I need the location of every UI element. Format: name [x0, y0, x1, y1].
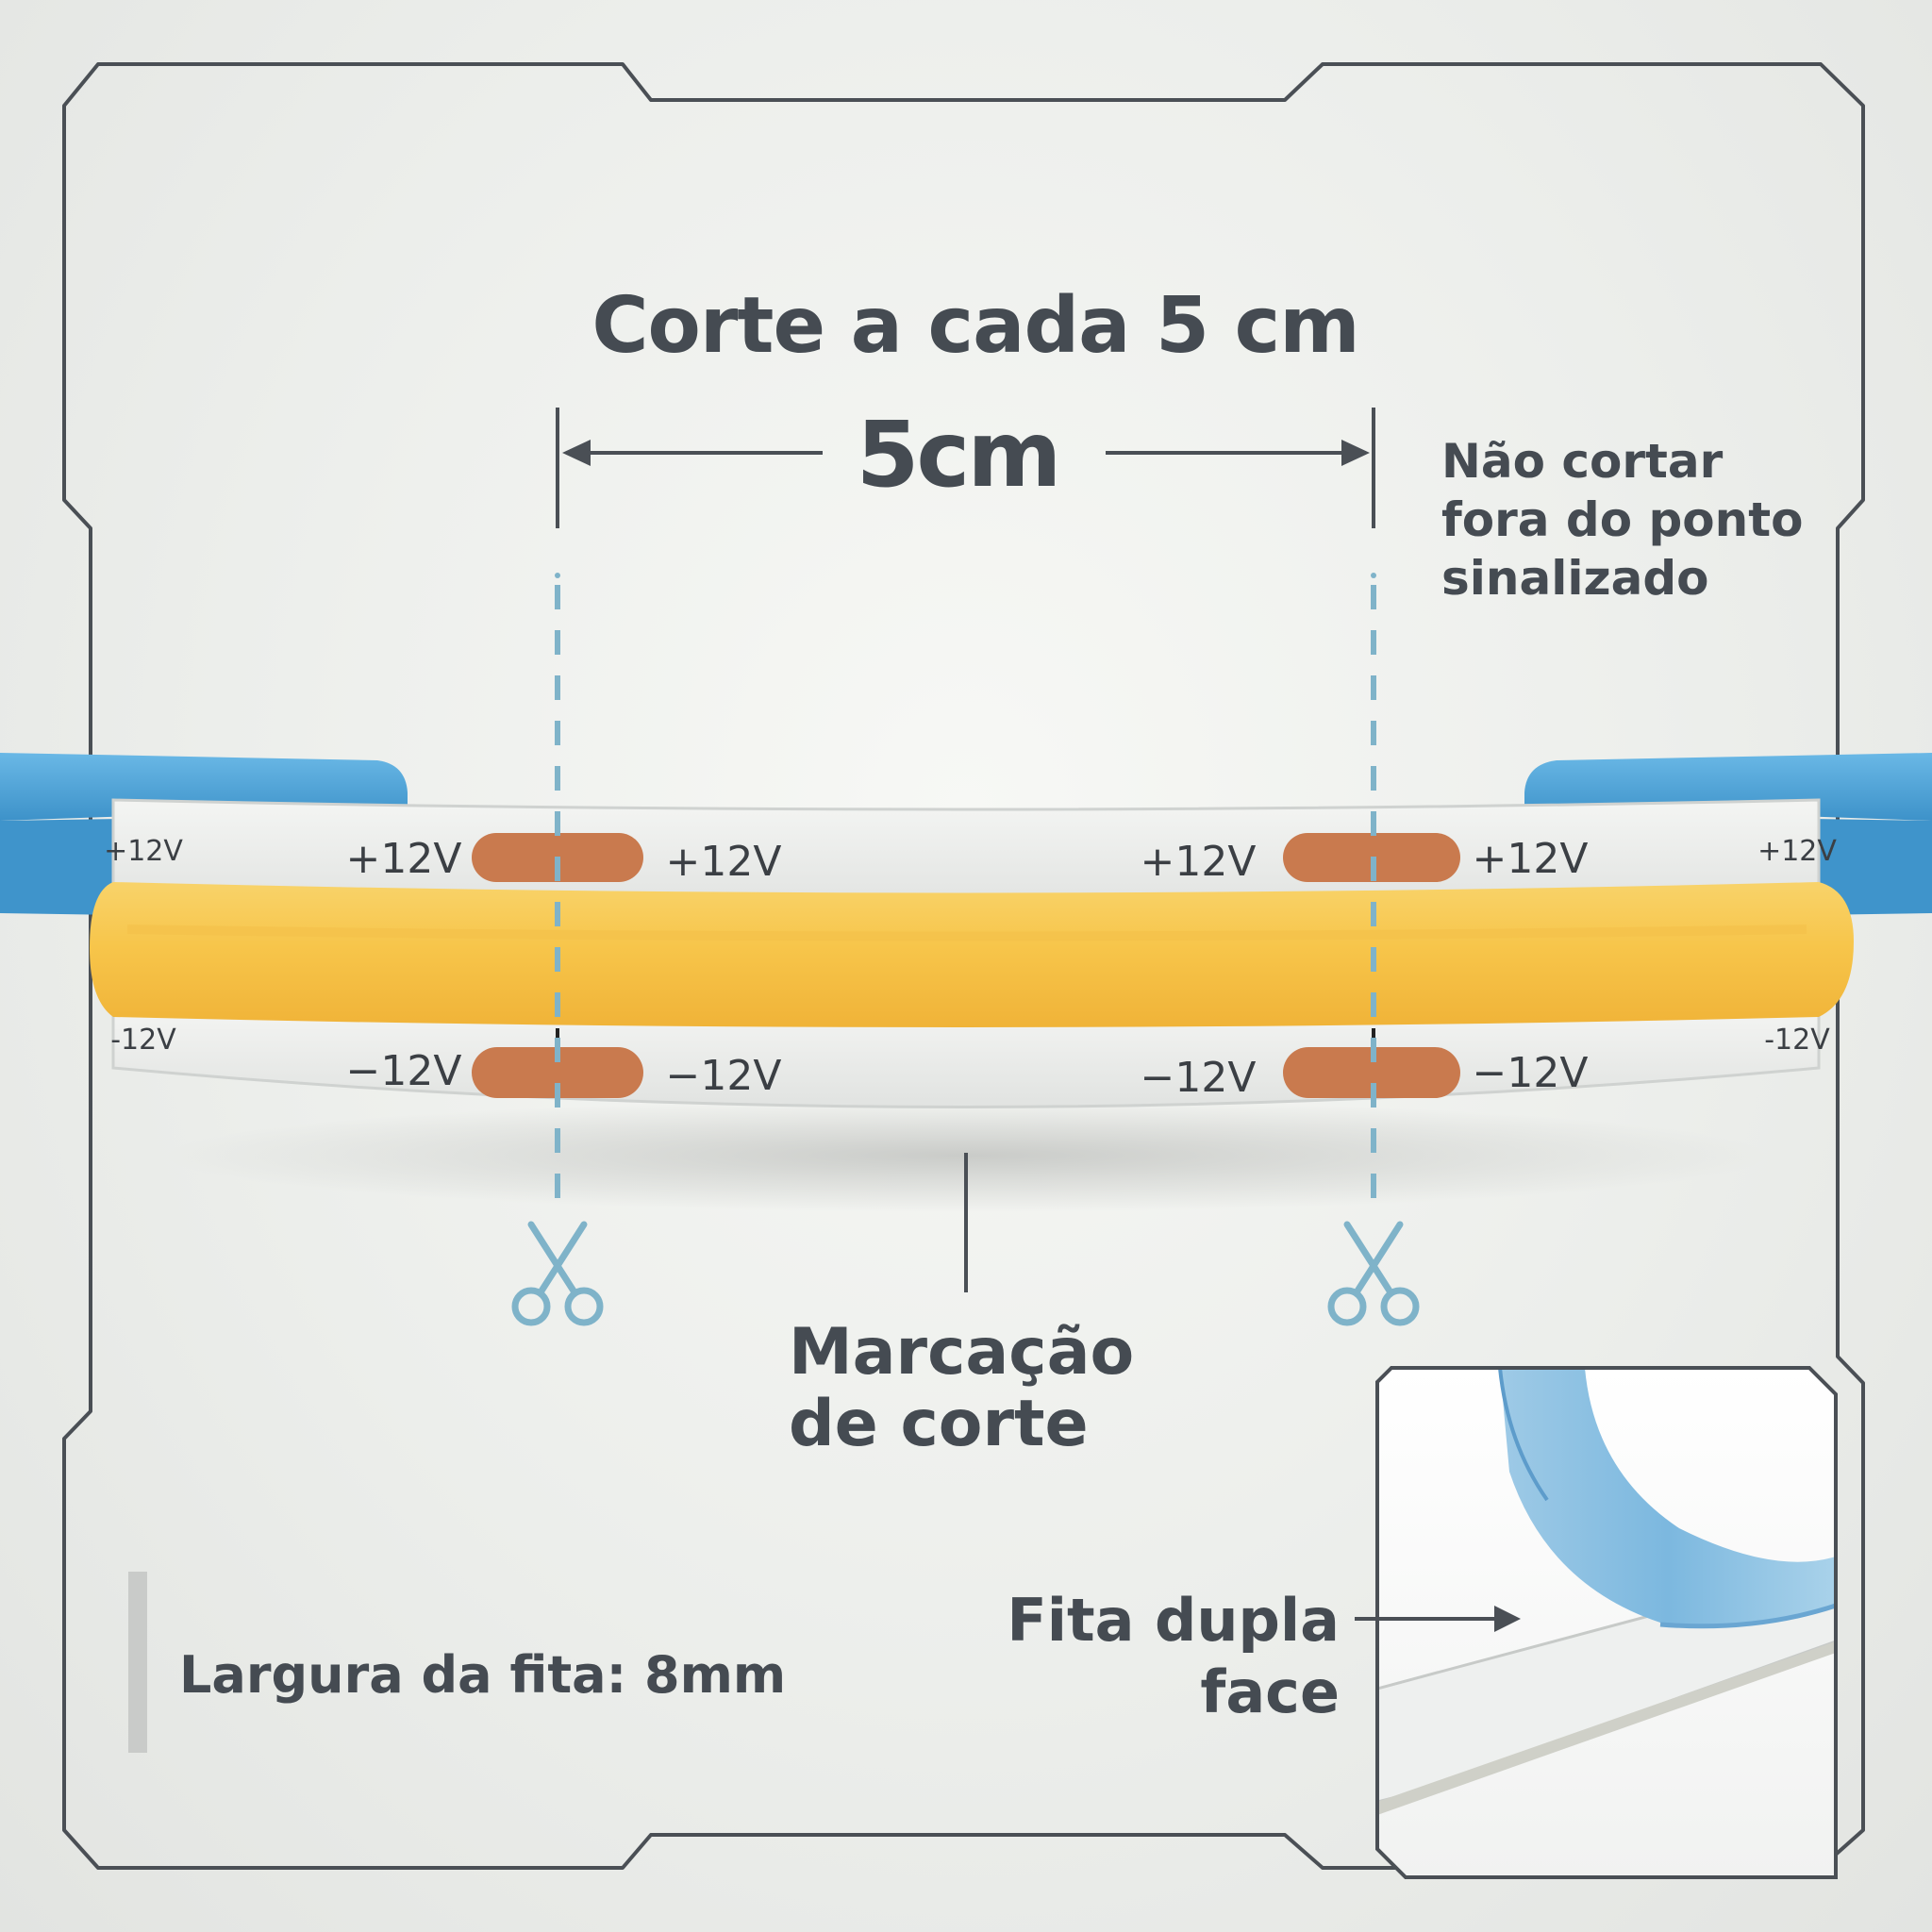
copper-pad — [472, 1047, 643, 1098]
marking-negative-edge: -12V — [1764, 1024, 1830, 1057]
marking-positive-edge: +12V — [1757, 835, 1837, 868]
marking-positive-edge: +12V — [104, 835, 183, 868]
cut-marker-label: Marcação de corte — [789, 1317, 1134, 1460]
marking-negative-edge: -12V — [110, 1024, 176, 1057]
cob-led-band — [90, 882, 1854, 1027]
marking-negative: −12V — [1473, 1049, 1589, 1097]
cut-guide-lines — [555, 585, 1376, 1217]
scissors-icon — [1327, 1221, 1420, 1326]
strip-width-label: Largura da fita: 8mm — [179, 1645, 787, 1705]
adhesive-pointer-arrow — [1355, 1606, 1521, 1632]
dimension-indicator — [556, 408, 1375, 528]
cut-warning-line: sinalizado — [1441, 551, 1709, 606]
adhesive-label-line: face — [1200, 1657, 1340, 1726]
adhesive-inset — [1375, 1366, 1838, 1879]
adhesive-label: Fita dupla face — [1000, 1585, 1340, 1728]
width-accent-bar — [128, 1572, 147, 1753]
copper-pad — [1283, 1047, 1460, 1098]
marking-negative: −12V — [666, 1052, 782, 1100]
marking-positive: +12V — [1141, 838, 1257, 886]
cut-warning-line: fora do ponto — [1441, 492, 1804, 547]
cut-warning-line: Não cortar — [1441, 434, 1724, 489]
cut-warning: Não cortar fora do ponto sinalizado — [1441, 432, 1894, 608]
marking-positive: +12V — [1473, 835, 1589, 883]
marking-positive: +12V — [346, 835, 462, 883]
adhesive-label-line: Fita dupla — [1007, 1586, 1340, 1655]
cut-marker-label-line: Marcação — [789, 1315, 1135, 1390]
marking-positive: +12V — [666, 838, 782, 886]
tape-back-left-lower — [0, 819, 123, 915]
segment-length-label: 5cm — [856, 402, 1062, 508]
scissors-icon — [511, 1221, 604, 1326]
marking-negative: −12V — [346, 1047, 462, 1095]
cut-marker-label-line: de corte — [789, 1387, 1089, 1461]
tape-back-right-lower — [1811, 819, 1932, 915]
outer-frame — [62, 62, 1865, 1870]
headline: Corte a cada 5 cm — [591, 281, 1359, 371]
marking-negative: −12V — [1141, 1054, 1257, 1102]
